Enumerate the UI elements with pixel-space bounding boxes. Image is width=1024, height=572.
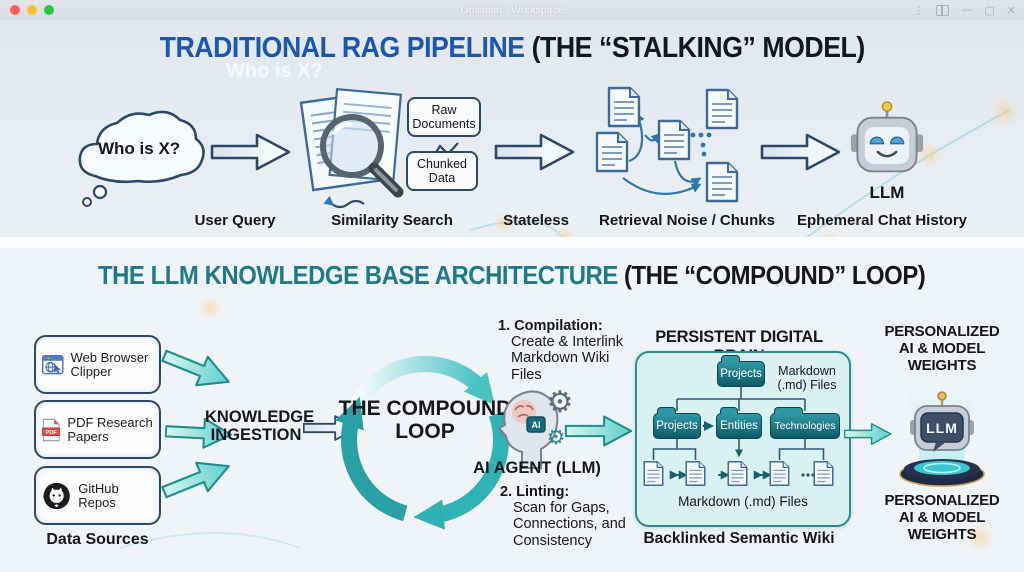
ingest-arrow [156,338,238,399]
pdf-icon: PDF [42,418,61,441]
data-sources-caption: Data Sources [46,531,149,548]
linting-heading: 2. Linting: [500,484,570,500]
folder-projects: Projects [653,407,701,439]
flow-arrow [760,132,842,172]
ai-agent-label: AI AGENT (LLM) [473,459,601,477]
window-title: Obsidian - Workspace [460,4,564,16]
compound-loop-icon [335,355,509,530]
md-file-icon [685,460,706,487]
compilation-note: 1. Compilation: Create & Interlink Markd… [498,318,640,383]
md-file-icon [813,460,834,487]
flow-arrow [844,418,892,450]
close-icon[interactable]: ✕ [1006,4,1016,17]
similarity-search-icon [299,87,404,209]
personalized-llm-hologram: LLM [899,390,985,487]
flow-arrow [210,132,292,172]
more-options-icon[interactable]: ⋮ [913,4,925,17]
personalized-label-top: PERSONALIZED AI & MODEL WEIGHTS [884,323,1000,374]
ghost-note-heading: Who is X? [226,60,323,82]
source-label: GitHub Repos [78,480,119,510]
diagram-image: TRADITIONAL RAG PIPELINE (THE “STALKING”… [0,20,1024,572]
source-web-clipper: Web Browser Clipper [34,335,161,394]
step-label-retrieval-noise: Retrieval Noise / Chunks [599,212,775,229]
gear-icon: ⚙ [547,425,566,449]
chunked-data-tag: Chunked Data [406,151,478,191]
pdf-badge-text: PDF [46,429,58,435]
ai-agent-icon: AI ⚙ ⚙ [497,385,574,469]
md-file-icon [643,460,664,487]
linting-body: Scan for Gaps, Connections, and Consiste… [513,500,626,549]
personalized-label-bottom: PERSONALIZED AI & MODEL WEIGHTS [884,492,1000,543]
kb-title: THE LLM KNOWLEDGE BASE ARCHITECTURE (THE… [98,260,926,290]
window-controls: ⋮ — ▢ ✕ [913,0,1016,20]
minimize-icon[interactable]: — [961,4,973,16]
titlebar: Obsidian - Workspace ⋮ — ▢ ✕ [0,0,1024,20]
flow-arrow [494,132,576,172]
knowledge-ingestion-label: KNOWLEDGE INGESTION [205,408,315,445]
toggle-panel-icon[interactable] [936,4,950,16]
section-divider [0,237,1024,248]
brain-connectors [652,387,825,480]
folder-projects-root: Projects [717,355,765,387]
step-label-similarity-search: Similarity Search [331,212,453,229]
rag-section: TRADITIONAL RAG PIPELINE (THE “STALKING”… [0,20,1024,248]
linting-note: 2. Linting: Scan for Gaps, Connections, … [500,484,636,549]
step-label-stateless: Stateless [503,212,569,229]
persistent-brain-box: Projects Markdown (.md) Files Projects E… [635,351,851,527]
zoom-window-button[interactable] [44,5,54,15]
source-github-repos: GitHub Repos [34,466,161,525]
md-file-icon [769,460,790,487]
md-files-note-bottom: Markdown (.md) Files [678,494,808,509]
thought-bubble-icon [78,110,205,207]
user-query-text: Who is X? [98,139,181,158]
flow-arrow [561,414,637,448]
folder-technologies: Technologies [770,407,840,439]
folder-entities: Entities [716,407,762,439]
kb-section: THE LLM KNOWLEDGE BASE ARCHITECTURE (THE… [0,248,1024,572]
traffic-lights [10,5,54,15]
raw-documents-tag: Raw Documents [407,97,481,137]
backlinked-wiki-caption: Backlinked Semantic Wiki [643,530,835,547]
rag-title: TRADITIONAL RAG PIPELINE (THE “STALKING”… [159,32,865,64]
md-files-note-top: Markdown (.md) Files [777,364,837,392]
compilation-body: Create & Interlink Markdown Wiki Files [511,334,624,383]
md-file-icon [727,460,748,487]
robot-screen-text: LLM [926,420,958,436]
compilation-heading: 1. Compilation: [498,318,603,334]
web-browser-icon [42,354,64,374]
maximize-icon[interactable]: ▢ [984,4,995,17]
retrieval-noise-icon [595,86,739,203]
ingest-arrow [156,448,238,509]
ai-chip-text: AI [532,420,541,430]
source-label: Web Browser Clipper [70,349,149,379]
source-pdf-papers: PDF PDF Research Papers [34,400,161,459]
llm-label: LLM [869,183,905,202]
step-label-ephemeral: Ephemeral Chat History [796,212,968,229]
close-window-button[interactable] [10,5,20,15]
gear-icon: ⚙ [547,385,574,420]
step-label-user-query: User Query [194,212,276,229]
minimize-window-button[interactable] [27,5,37,15]
source-label: PDF Research Papers [67,414,153,444]
github-icon [43,482,70,509]
llm-robot-icon [850,101,924,173]
